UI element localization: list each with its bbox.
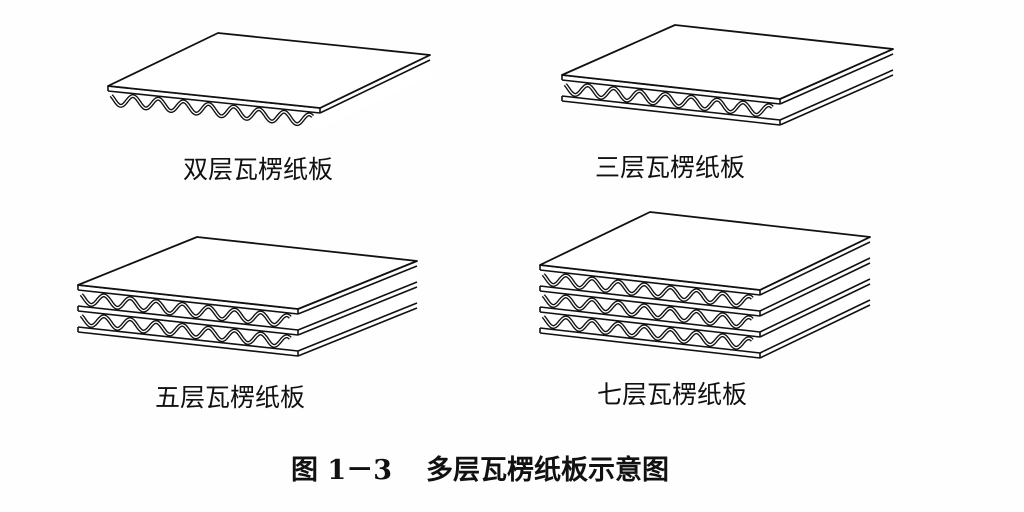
board-top-face: [539, 211, 871, 291]
liner: [561, 69, 894, 126]
liner: [539, 257, 871, 317]
liner: [539, 299, 871, 359]
label-double-wall: 双层瓦楞纸板: [182, 155, 334, 184]
board-3: [77, 236, 418, 357]
figure-caption: 图 1－3 多层瓦楞纸板示意图: [291, 448, 669, 487]
figure-number: 图 1－3: [291, 455, 392, 486]
liner: [77, 302, 418, 357]
liner: [539, 278, 871, 338]
figure-title: 多层瓦楞纸板示意图: [425, 455, 669, 486]
board-top-face: [77, 236, 418, 310]
board-1: [107, 32, 431, 129]
flute: [79, 314, 292, 348]
flute: [541, 273, 754, 308]
flute: [541, 294, 754, 329]
label-seven-layer: 七层瓦楞纸板: [596, 380, 748, 409]
label-five-layer: 五层瓦楞纸板: [154, 383, 306, 412]
flute: [541, 315, 754, 350]
flute: [109, 94, 315, 127]
board-top-face: [107, 32, 431, 109]
board-2: [561, 24, 894, 126]
board-4: [539, 211, 871, 359]
liner: [77, 281, 418, 336]
label-three-layer: 三层瓦楞纸板: [594, 153, 746, 182]
flute: [79, 293, 292, 327]
board-top-face: [561, 24, 894, 100]
flute: [563, 83, 774, 117]
board-side: [108, 55, 430, 129]
